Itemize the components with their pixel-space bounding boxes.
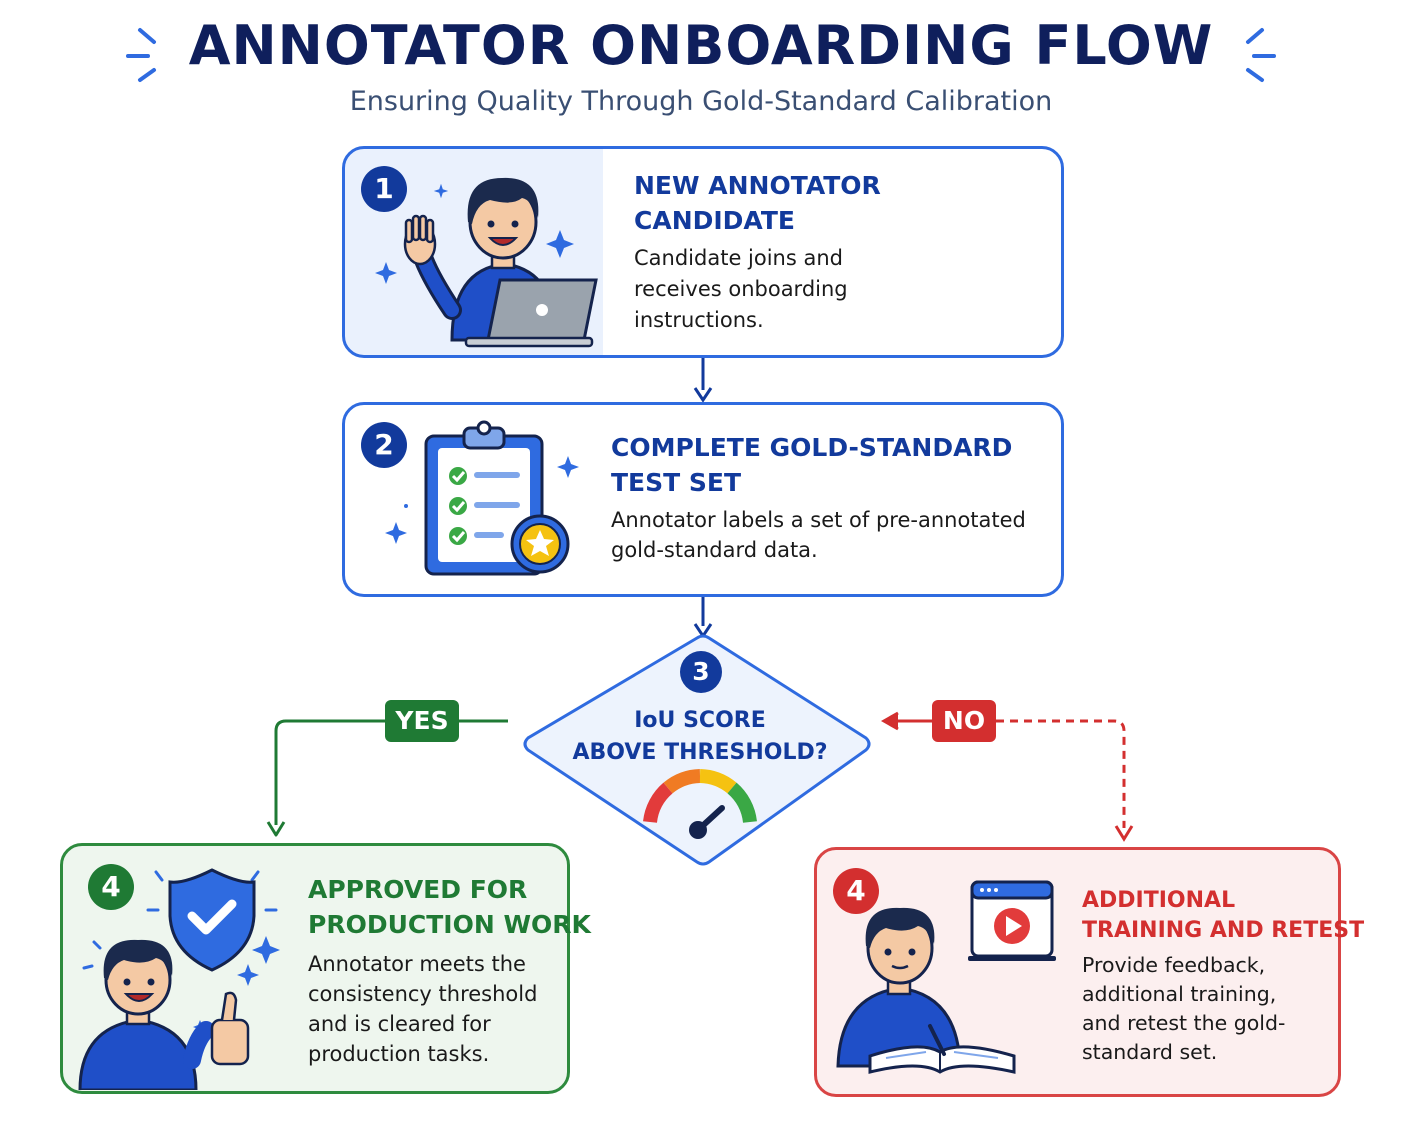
- step-2-description: Annotator labels a set of pre-annotated …: [611, 508, 1026, 562]
- yes-branch-label: YES: [385, 700, 459, 742]
- title-sparkle-left-icon: [126, 28, 156, 82]
- no-branch-label: NO: [932, 700, 996, 742]
- retrain-description: Provide feedback, additional training, a…: [1082, 953, 1286, 1064]
- no-branch-connector: [880, 711, 1134, 842]
- gauge-icon: [643, 769, 757, 839]
- yes-branch-connector: [266, 719, 508, 837]
- step-2-heading: COMPLETE GOLD-STANDARD TEST SET: [611, 433, 1013, 497]
- step-1-badge: 1: [361, 166, 407, 212]
- approved-description: Annotator meets the consistency threshol…: [308, 952, 538, 1066]
- step-1-heading: NEW ANNOTATOR CANDIDATE: [634, 171, 881, 235]
- approved-heading: APPROVED FOR PRODUCTION WORK: [308, 875, 591, 939]
- decision-question: IoU SCORE ABOVE THRESHOLD?: [572, 708, 828, 765]
- clipboard-checklist-icon: [385, 420, 579, 576]
- page-subtitle: Ensuring Quality Through Gold-Standard C…: [349, 86, 1053, 117]
- page-title: ANNOTATOR ONBOARDING FLOW: [188, 14, 1214, 77]
- arrow-step2-to-decision: [693, 597, 713, 639]
- title-sparkle-right-icon: [1246, 28, 1276, 82]
- approved-badge: 4: [88, 864, 134, 910]
- retrain-badge: 4: [833, 868, 879, 914]
- decision-diamond: [523, 634, 871, 866]
- step-2-badge: 2: [361, 422, 407, 468]
- step-3-badge: 3: [680, 651, 722, 693]
- retrain-heading: ADDITIONAL TRAINING AND RETEST: [1082, 888, 1365, 943]
- shield-check-thumbs-up-icon: [78, 868, 280, 1090]
- person-studying-video-icon: [836, 880, 1056, 1074]
- step-1-description: Candidate joins and receives onboarding …: [634, 246, 848, 332]
- arrow-step1-to-step2: [693, 358, 713, 403]
- person-waving-laptop-icon: [375, 177, 598, 348]
